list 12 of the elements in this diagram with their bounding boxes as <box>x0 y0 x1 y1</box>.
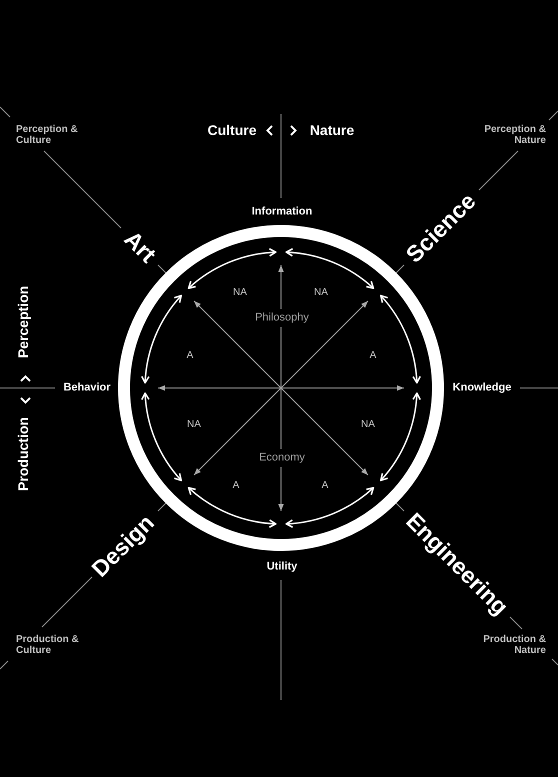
corner-label: Perception & Nature <box>483 124 546 146</box>
station-label: Utility <box>266 562 298 572</box>
axis-label: Culture <box>208 123 256 137</box>
corner-label: Perception & Culture <box>16 124 79 146</box>
station-label: Behavior <box>63 382 111 394</box>
corner-label: Production & Culture <box>16 634 80 656</box>
station-label: Information <box>252 206 312 218</box>
axis-label: Production <box>16 417 30 491</box>
axis-label: Perception <box>16 286 30 358</box>
axis-label: Nature <box>310 123 354 137</box>
corner-label: Production & Nature <box>482 634 546 656</box>
discipline-label: Art <box>120 227 160 267</box>
